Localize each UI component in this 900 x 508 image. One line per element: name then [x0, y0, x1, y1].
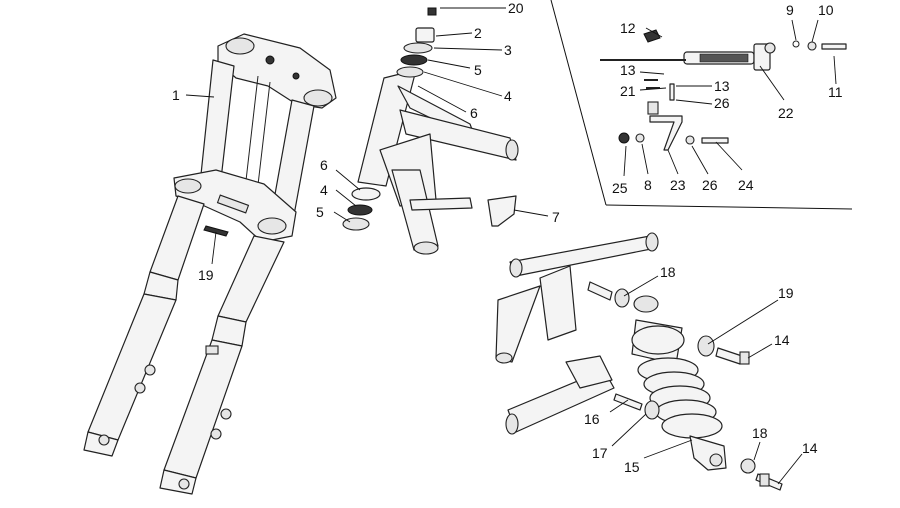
callout-19: 19	[778, 285, 794, 301]
rear-shock-assembly	[495, 232, 783, 491]
callout-21: 21	[620, 83, 636, 99]
callout-15: 15	[624, 459, 640, 475]
callout-26: 26	[702, 177, 718, 193]
callout-17: 17	[592, 445, 608, 461]
leader-lines	[185, 7, 837, 485]
callout-13: 13	[714, 78, 730, 94]
callout-5: 5	[316, 204, 324, 220]
callout-1: 1	[172, 87, 180, 103]
callout-3: 3	[504, 42, 512, 58]
callout-labels: 1 2 3 4 4 5 5 6 6 7 8 9 10 11 12 13 13 1…	[172, 0, 843, 475]
front-fork-assembly	[83, 33, 337, 495]
callout-4: 4	[320, 182, 328, 198]
callout-14: 14	[774, 332, 790, 348]
callout-6: 6	[470, 105, 478, 121]
callout-22: 22	[778, 105, 794, 121]
callout-8: 8	[644, 177, 652, 193]
callout-26: 26	[714, 95, 730, 111]
callout-19: 19	[198, 267, 214, 283]
callout-16: 16	[584, 411, 600, 427]
detail-box-border	[550, 0, 853, 210]
callout-18: 18	[752, 425, 768, 441]
steering-damper-detail	[600, 29, 847, 151]
callout-18: 18	[660, 264, 676, 280]
steering-head-frame	[342, 7, 519, 255]
callout-11: 11	[828, 84, 843, 100]
callout-14: 14	[802, 440, 818, 456]
callout-25: 25	[612, 180, 628, 196]
callout-24: 24	[738, 177, 754, 193]
callout-13: 13	[620, 62, 636, 78]
callout-5: 5	[474, 62, 482, 78]
callout-9: 9	[786, 2, 794, 18]
shock-spring	[637, 357, 723, 439]
callout-7: 7	[552, 209, 560, 225]
callout-2: 2	[474, 25, 482, 41]
callout-23: 23	[670, 177, 686, 193]
callout-20: 20	[508, 0, 524, 16]
callout-12: 12	[620, 20, 636, 36]
callout-4: 4	[504, 88, 512, 104]
callout-10: 10	[818, 2, 834, 18]
callout-6: 6	[320, 157, 328, 173]
